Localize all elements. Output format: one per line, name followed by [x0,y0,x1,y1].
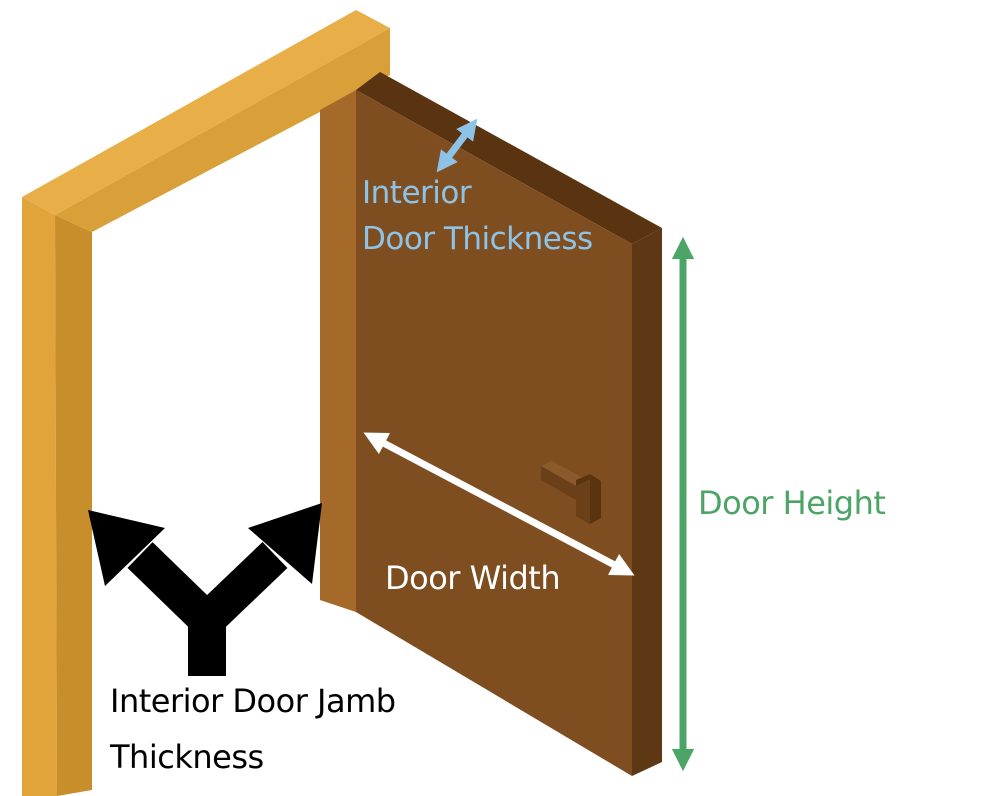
door-latch-edge [632,228,662,776]
frame-header-top [22,10,390,215]
door-width-label: Door Width [385,559,561,597]
jamb-arrow-right-head [248,503,322,584]
door-hinge-edge [320,90,356,612]
frame-left-post-side [55,215,92,796]
door-height-label: Door Height [698,484,886,522]
jamb-thickness-arrow [88,503,322,676]
door-thickness-label-line1: Interior [362,175,472,211]
jamb-arrow-left-head [88,510,165,586]
door-top-edge [356,72,662,244]
door-thickness-arrow [436,118,478,173]
door-thickness-label: Interior Door Thickness [362,170,593,262]
door-width-arrow [363,432,635,576]
jamb-thickness-label: Interior Door Jamb Thickness [110,673,396,785]
door-thickness-label-line2: Door Thickness [362,221,593,257]
frame-header-front [55,28,390,232]
frame-left-post [22,197,57,796]
jamb-arrow-stem [188,616,226,676]
jamb-thickness-label-line2: Thickness [110,738,264,776]
jamb-thickness-label-line1: Interior Door Jamb [110,682,396,720]
